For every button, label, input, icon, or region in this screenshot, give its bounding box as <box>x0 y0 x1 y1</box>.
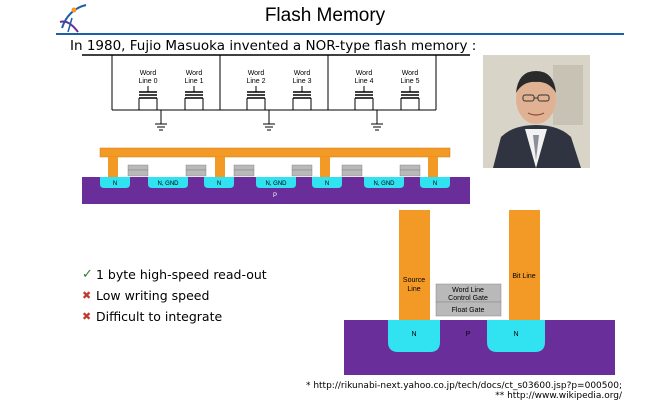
cross-icon: ✖ <box>82 289 92 302</box>
contact-post <box>320 157 330 177</box>
cell-substrate <box>344 320 615 375</box>
region-label: N <box>113 181 117 187</box>
control-gate-label-1: Word Line <box>452 287 484 294</box>
gate-stack <box>291 164 313 177</box>
word-line-label: Word <box>294 70 311 77</box>
cell-n-right-label: N <box>513 331 518 338</box>
gate-stack <box>127 164 149 177</box>
source-label-2: Line <box>407 286 420 293</box>
word-line-label: Line 3 <box>292 78 311 85</box>
bullet-list: ✓ 1 byte high-speed read-out ✖ Low writi… <box>82 264 267 327</box>
bit-line-post <box>509 210 540 320</box>
region-label: N, GND <box>158 181 180 187</box>
bullet-item: ✖ Difficult to integrate <box>82 306 267 327</box>
bit-line-label: Bit Line <box>512 273 535 280</box>
contact-post <box>215 157 225 177</box>
doped-region: N <box>312 177 342 188</box>
ground-icon <box>371 123 383 131</box>
cell-p-label: P <box>466 331 471 338</box>
contact-post <box>428 157 438 177</box>
source-line-post <box>399 210 430 320</box>
float-gate-label: Float Gate <box>452 307 485 314</box>
word-line-label: Word <box>186 70 203 77</box>
university-logo <box>59 4 87 33</box>
word-line-label: Word <box>248 70 265 77</box>
cell-n-right <box>487 320 545 352</box>
check-icon: ✓ <box>82 267 93 282</box>
portrait-photo <box>483 55 590 168</box>
doped-region: N <box>100 177 130 188</box>
intro-text: In 1980, Fujio Masuoka invented a NOR-ty… <box>70 38 477 54</box>
page-title: Flash Memory <box>264 5 386 26</box>
references: * http://rikunabi-next.yahoo.co.jp/tech/… <box>306 381 622 401</box>
bullet-text: Low writing speed <box>96 288 210 303</box>
title-divider <box>56 33 624 35</box>
gate-stack <box>341 164 363 177</box>
word-line-label: Line 0 <box>138 78 157 85</box>
bit-line-bar <box>99 147 451 158</box>
region-label: N, GND <box>374 181 396 187</box>
region-label: N <box>217 181 221 187</box>
word-line-label: Line 5 <box>400 78 419 85</box>
word-line-label: Line 2 <box>246 78 265 85</box>
bullet-text: 1 byte high-speed read-out <box>96 267 267 282</box>
word-line-label: Line 1 <box>184 78 203 85</box>
bullet-text: Difficult to integrate <box>96 309 223 324</box>
ground-icon <box>155 123 167 131</box>
bullet-item: ✖ Low writing speed <box>82 285 267 306</box>
substrate-label: P <box>273 193 277 199</box>
cell-n-left-label: N <box>411 331 416 338</box>
contact-post <box>108 157 118 177</box>
word-line-label: Word <box>140 70 157 77</box>
gate-stack <box>399 164 421 177</box>
cross-icon: ✖ <box>82 310 92 323</box>
reference-1: * http://rikunabi-next.yahoo.co.jp/tech/… <box>305 381 622 391</box>
region-label: N <box>325 181 329 187</box>
doped-region: N <box>420 177 450 188</box>
bullet-item: ✓ 1 byte high-speed read-out <box>82 264 267 285</box>
word-line-label: Word <box>356 70 373 77</box>
region-label: N, GND <box>266 181 288 187</box>
source-label-1: Source <box>403 277 425 284</box>
region-label: N <box>433 181 437 187</box>
float-gate <box>435 301 502 317</box>
ground-icon <box>263 123 275 131</box>
doped-region: N, GND <box>256 177 296 188</box>
reference-2: ** http://www.wikipedia.org/ <box>495 391 622 401</box>
cell-n-left <box>388 320 440 352</box>
word-line-label: Word <box>402 70 419 77</box>
gate-stack <box>233 164 255 177</box>
doped-region: N, GND <box>364 177 404 188</box>
doped-region: N <box>204 177 234 188</box>
word-line-label: Line 4 <box>354 78 373 85</box>
doped-region: N, GND <box>148 177 188 188</box>
control-gate-label-2: Control Gate <box>448 295 488 302</box>
gate-stack <box>185 164 207 177</box>
